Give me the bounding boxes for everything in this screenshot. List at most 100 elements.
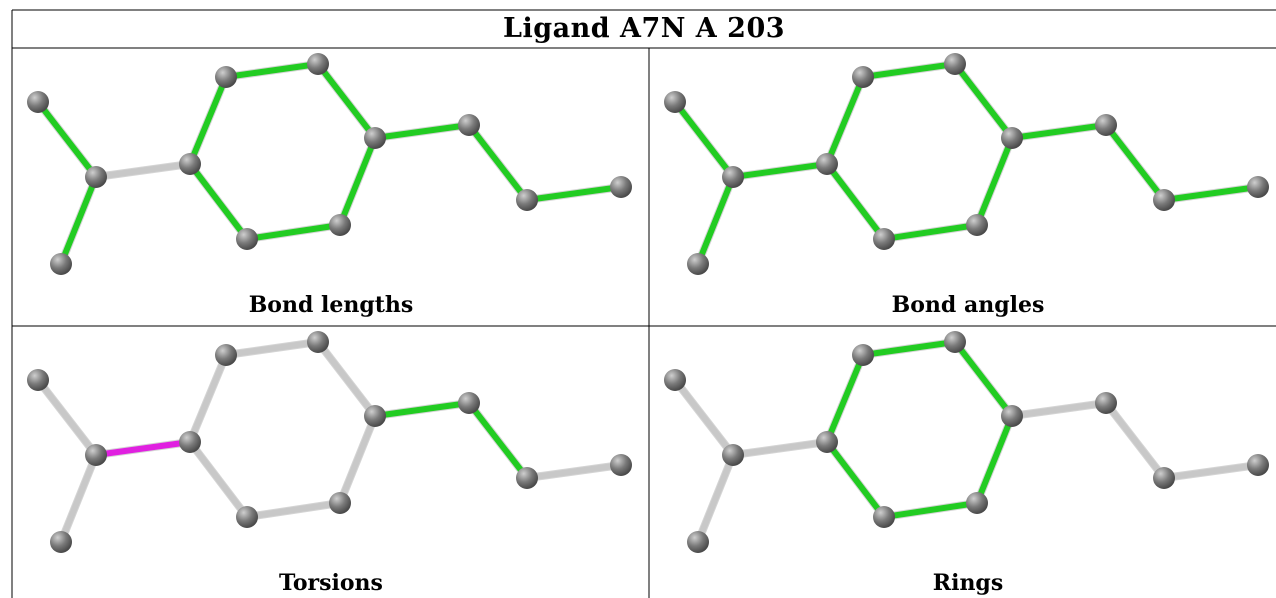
- atom-a2: [722, 444, 744, 466]
- atom-a8: [966, 214, 988, 236]
- atom-a8: [329, 214, 351, 236]
- atom-a1: [27, 369, 49, 391]
- bond-b1-outlier: [35, 99, 99, 180]
- bond-b4-outlier: [187, 74, 229, 167]
- bond-b10-outlier: [372, 400, 472, 419]
- atom-a4: [816, 153, 838, 175]
- atom-a12: [610, 454, 632, 476]
- bond-b9-outlier: [187, 161, 250, 242]
- bond-b7-outlier: [337, 135, 378, 228]
- bond-b6-outlier: [952, 61, 1015, 141]
- figure-title: Ligand A7N A 203: [502, 13, 786, 44]
- panel-torsions: [27, 331, 632, 553]
- bond-b8-outlier: [881, 500, 980, 520]
- bond-b5-outlier: [860, 61, 958, 80]
- atom-a7: [1001, 405, 1023, 427]
- atom-a8: [329, 492, 351, 514]
- bond-b6-normal: [315, 339, 378, 419]
- bond-b12-normal: [524, 462, 624, 481]
- atom-a2: [85, 166, 107, 188]
- bond-b8-normal: [244, 500, 343, 520]
- bond-b3-torsion: [93, 439, 193, 458]
- bond-b9-outlier: [824, 161, 887, 242]
- atom-a2: [722, 166, 744, 188]
- bond-b5-outlier: [860, 339, 958, 358]
- atom-a9: [873, 228, 895, 250]
- atom-a1: [664, 369, 686, 391]
- bond-b12-outlier: [1161, 184, 1261, 203]
- atom-a5: [215, 344, 237, 366]
- atom-a3: [50, 531, 72, 553]
- caption-bond-angles: Bond angles: [891, 292, 1045, 318]
- atom-a7: [364, 405, 386, 427]
- bond-b7-outlier: [974, 135, 1015, 228]
- atom-a11: [1153, 189, 1175, 211]
- bond-b3-normal: [93, 161, 193, 180]
- bond-b12-normal: [1161, 462, 1261, 481]
- bond-b4-outlier: [824, 352, 866, 445]
- bond-b5-normal: [223, 339, 321, 358]
- caption-rings: Rings: [932, 570, 1004, 596]
- bond-b1-normal: [35, 377, 99, 458]
- atom-a10: [458, 114, 480, 136]
- atom-a4: [816, 431, 838, 453]
- bond-b8-outlier: [244, 222, 343, 242]
- atom-a6: [944, 53, 966, 75]
- bond-b4-normal: [187, 352, 229, 445]
- bond-b1-normal: [672, 377, 736, 458]
- atom-a7: [364, 127, 386, 149]
- atom-a5: [215, 66, 237, 88]
- bond-b1-outlier: [672, 99, 736, 180]
- atom-a8: [966, 492, 988, 514]
- bond-b10-normal: [1009, 400, 1109, 419]
- bond-b9-normal: [187, 439, 250, 520]
- atom-a11: [516, 467, 538, 489]
- bond-b2-normal: [695, 452, 736, 545]
- atom-a1: [27, 91, 49, 113]
- atom-a9: [236, 506, 258, 528]
- bond-b2-normal: [58, 452, 99, 545]
- atom-a3: [687, 253, 709, 275]
- bond-b10-outlier: [1009, 122, 1109, 141]
- atom-a12: [1247, 454, 1269, 476]
- bond-b8-outlier: [881, 222, 980, 242]
- bond-b11-outlier: [466, 400, 530, 481]
- atom-a6: [307, 331, 329, 353]
- bond-b3-outlier: [730, 161, 830, 180]
- atom-a3: [50, 253, 72, 275]
- bond-b2-outlier: [58, 174, 99, 267]
- atom-a12: [1247, 176, 1269, 198]
- bond-b6-outlier: [952, 339, 1015, 419]
- bond-b2-outlier: [695, 174, 736, 267]
- bond-b10-outlier: [372, 122, 472, 141]
- atom-a10: [1095, 392, 1117, 414]
- bond-b3-normal: [730, 439, 830, 458]
- atom-a6: [944, 331, 966, 353]
- bond-b11-outlier: [1103, 122, 1167, 203]
- atom-a3: [687, 531, 709, 553]
- atom-a10: [1095, 114, 1117, 136]
- caption-torsions: Torsions: [279, 570, 383, 596]
- atom-a9: [873, 506, 895, 528]
- atom-a1: [664, 91, 686, 113]
- atom-a12: [610, 176, 632, 198]
- atom-a11: [1153, 467, 1175, 489]
- panel-bond-angles: [664, 53, 1269, 275]
- atom-a5: [852, 66, 874, 88]
- atom-a10: [458, 392, 480, 414]
- atom-a2: [85, 444, 107, 466]
- bond-b6-outlier: [315, 61, 378, 141]
- bond-b7-outlier: [974, 413, 1015, 506]
- bond-b4-outlier: [824, 74, 866, 167]
- atom-a5: [852, 344, 874, 366]
- bond-b11-outlier: [466, 122, 530, 203]
- bond-b5-outlier: [223, 61, 321, 80]
- atom-a7: [1001, 127, 1023, 149]
- atom-a11: [516, 189, 538, 211]
- atom-a9: [236, 228, 258, 250]
- atom-a4: [179, 153, 201, 175]
- bond-b12-outlier: [524, 184, 624, 203]
- bond-b7-normal: [337, 413, 378, 506]
